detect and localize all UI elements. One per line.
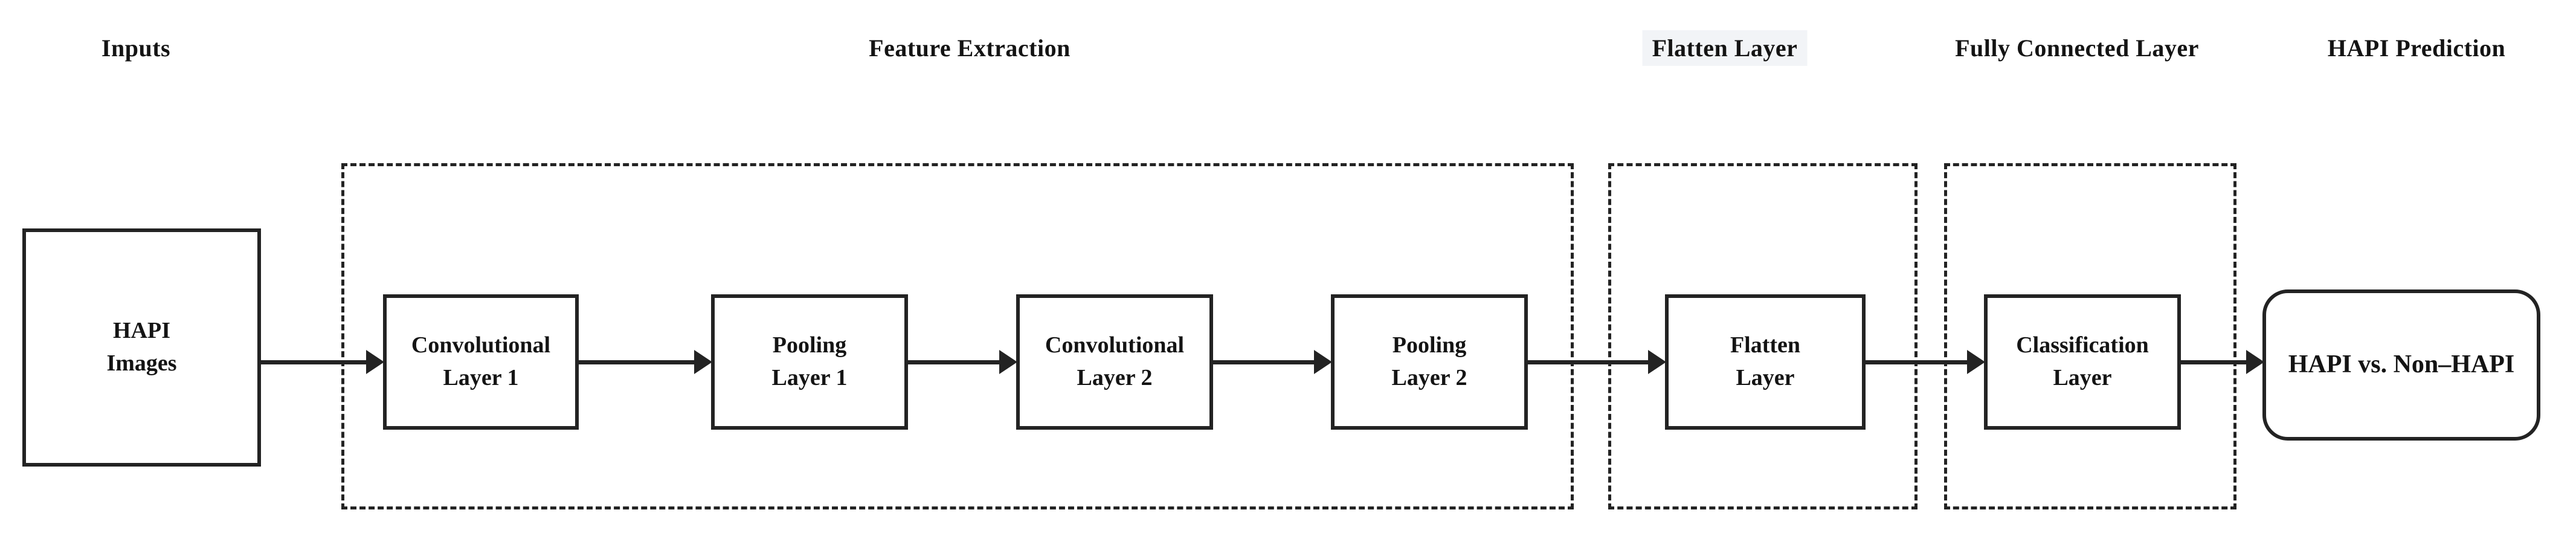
node-hapi-vs-non-hapi: HAPI vs. Non–HAPI	[2262, 289, 2540, 441]
section-label-fully-connected: Fully Connected Layer	[1955, 34, 2199, 62]
node-conv1-line2: Layer 1	[443, 365, 519, 390]
arrow-input-to-conv1	[260, 349, 384, 375]
arrowhead-right-icon	[2246, 350, 2264, 374]
node-pool1-line1: Pooling	[772, 332, 847, 358]
section-label-flatten-layer: Flatten Layer	[1642, 30, 1808, 66]
node-flatten-layer: Flatten Layer	[1665, 294, 1866, 430]
node-classification-line2: Layer	[2053, 365, 2112, 390]
node-conv2-line2: Layer 2	[1077, 365, 1153, 390]
node-convolutional-layer-1: Convolutional Layer 1	[383, 294, 579, 430]
node-pooling-layer-2: Pooling Layer 2	[1331, 294, 1528, 430]
node-flatten-line1: Flatten	[1730, 332, 1801, 358]
arrow-conv1-to-pool1	[579, 349, 712, 375]
node-flatten-line2: Layer	[1736, 365, 1795, 390]
arrow-pool1-to-conv2	[908, 349, 1017, 375]
section-label-hapi-prediction: HAPI Prediction	[2327, 34, 2506, 62]
arrow-shaft	[1528, 360, 1652, 364]
arrowhead-right-icon	[999, 350, 1017, 374]
node-hapi-images-line2: Images	[106, 351, 177, 376]
node-conv2-line1: Convolutional	[1045, 332, 1185, 358]
fully-connected-group-box	[1944, 163, 2236, 509]
arrow-pool2-to-flatten	[1528, 349, 1666, 375]
arrow-shaft	[908, 360, 1003, 364]
node-hapi-images: HAPI Images	[22, 228, 261, 467]
arrowhead-right-icon	[694, 350, 712, 374]
node-hapi-images-line1: HAPI	[113, 318, 170, 344]
arrow-flatten-to-classification	[1866, 349, 1985, 375]
arrowhead-right-icon	[366, 350, 384, 374]
node-pool1-line2: Layer 1	[771, 365, 848, 390]
node-conv1-line1: Convolutional	[411, 332, 551, 358]
flatten-group-box	[1608, 163, 1918, 509]
node-classification-layer: Classification Layer	[1984, 294, 2181, 430]
arrowhead-right-icon	[1314, 350, 1332, 374]
arrow-shaft	[1866, 360, 1971, 364]
node-convolutional-layer-2: Convolutional Layer 2	[1016, 294, 1213, 430]
arrowhead-right-icon	[1648, 350, 1666, 374]
node-pool2-line2: Layer 2	[1391, 365, 1467, 390]
arrow-shaft	[1213, 360, 1318, 364]
section-label-feature-extraction: Feature Extraction	[869, 34, 1071, 62]
section-label-inputs: Inputs	[101, 34, 171, 62]
arrow-conv2-to-pool2	[1213, 349, 1332, 375]
node-pool2-line1: Pooling	[1392, 332, 1467, 358]
node-classification-line1: Classification	[2016, 332, 2149, 358]
arrow-shaft	[579, 360, 698, 364]
node-output-label: HAPI vs. Non–HAPI	[2288, 351, 2515, 379]
arrow-shaft	[260, 360, 370, 364]
arrow-classification-to-output	[2181, 349, 2264, 375]
arrowhead-right-icon	[1967, 350, 1985, 374]
feature-extraction-group-box	[341, 163, 1574, 509]
arrow-shaft	[2181, 360, 2250, 364]
node-pooling-layer-1: Pooling Layer 1	[711, 294, 908, 430]
